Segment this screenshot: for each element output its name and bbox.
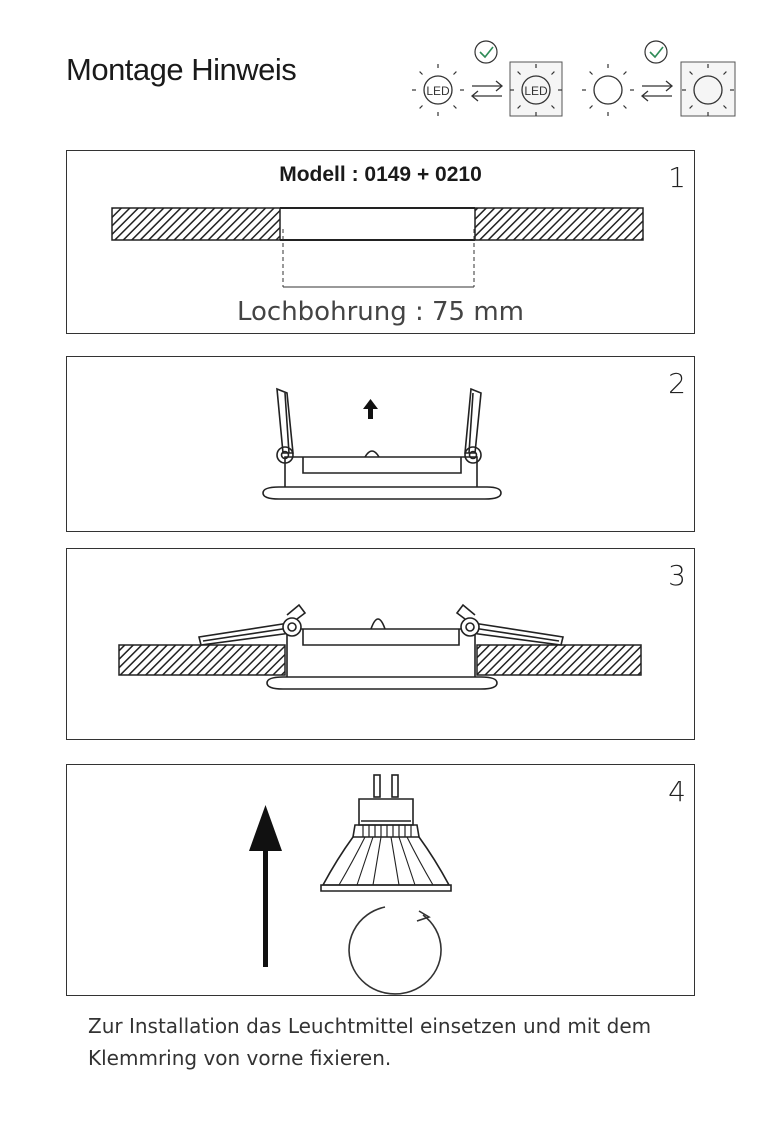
installation-caption: Zur Installation das Leuchtmittel einset… <box>88 1014 652 1070</box>
swap-arrows-icon <box>470 80 504 102</box>
svg-text:LED: LED <box>426 84 450 98</box>
check-icon <box>644 40 668 64</box>
led-bulb-boxed-icon: LED <box>509 61 563 117</box>
model-number: Modell : 0149 + 0210 <box>279 163 482 186</box>
ceiling-cutout-diagram <box>111 207 644 288</box>
arrow-up-icon <box>363 399 378 419</box>
bulb-insertion-diagram <box>249 774 452 995</box>
clamp-ring-icon <box>348 906 442 995</box>
halogen-bulb-icon <box>581 63 635 117</box>
step-number: 2 <box>668 367 686 400</box>
arrow-up-icon <box>249 805 282 967</box>
halogen-bulb-boxed-icon <box>680 61 736 117</box>
hole-diameter-label: Lochbohrung : 75 mm <box>236 297 525 327</box>
step-number: 3 <box>668 559 686 592</box>
gu10-bulb-icon <box>320 774 452 892</box>
step-number: 1 <box>668 161 686 194</box>
page-title: Montage Hinweis <box>66 52 297 87</box>
step-1-panel: Modell : 0149 + 0210 1 Lochbohrung : 75 … <box>66 150 695 334</box>
check-icon <box>474 40 498 64</box>
led-bulb-icon: LED <box>411 63 465 117</box>
step-number: 4 <box>668 775 686 808</box>
step-4-panel: 4 <box>66 764 695 996</box>
compatibility-icons: LED LED <box>408 38 748 120</box>
svg-text:LED: LED <box>524 84 548 98</box>
swap-arrows-icon <box>640 80 674 102</box>
step-3-panel: 3 <box>66 548 695 740</box>
installed-fixture-diagram <box>118 603 642 690</box>
step-2-panel: 2 <box>66 356 695 532</box>
spring-clips-up-diagram <box>262 387 502 500</box>
